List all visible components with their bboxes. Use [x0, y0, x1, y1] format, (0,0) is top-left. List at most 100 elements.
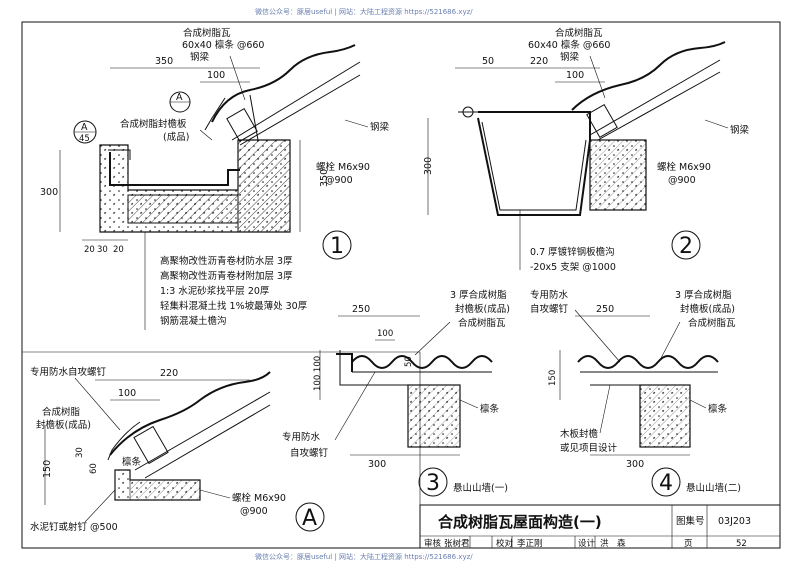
label-tile: 合成树脂瓦: [183, 27, 231, 39]
design-label: 设计: [578, 538, 596, 549]
detail-a: 220 100 150 30 60 专用防水自攻螺钉 合成树脂 封檐板(成品) …: [30, 366, 325, 533]
tile-profile: [211, 44, 356, 123]
dim-60: 60: [89, 463, 99, 474]
layer-1: 高聚物改性沥青卷材防水层 3厚: [160, 255, 293, 267]
dim-250: 250: [596, 304, 614, 315]
detail-4: 250 150 300 专用防水 自攻螺钉 3 厚合成树脂 封檐板(成品) 合成…: [530, 289, 741, 497]
label-board1: 3 厚合成树脂: [675, 289, 732, 301]
atlas-number: 03J203: [718, 516, 751, 527]
dim-150: 150: [548, 370, 558, 386]
label-beam1: 钢梁: [560, 51, 580, 63]
label-purlin: 60x40 檩条 @660: [528, 39, 610, 51]
watermark-top: 微信公众号：豚居useful | 网站：大陆工程资源 https://52168…: [255, 7, 473, 16]
designer-name: 洪 森: [600, 538, 626, 549]
fascia-board: [336, 353, 353, 372]
label-screw1: 专用防水: [530, 289, 569, 301]
label-board1: 3 厚合成树脂: [450, 289, 507, 301]
label-bolt: 螺栓 M6x90: [316, 161, 370, 173]
detail-number: 2: [679, 234, 693, 259]
reviewer-name: 张树君: [444, 538, 470, 549]
dim-300: 300: [368, 459, 386, 470]
detail-number-circle: [322, 230, 352, 260]
page-label: 页: [684, 539, 693, 549]
review-label: 审核: [424, 538, 442, 549]
label-bolt: 螺栓 M6x90: [232, 492, 286, 504]
label-bolt-spacing: @900: [325, 175, 353, 186]
tile-wave: [577, 355, 719, 369]
label-screw2: 自攻螺钉: [530, 303, 569, 315]
dim-300: 300: [626, 459, 644, 470]
label-nail: 水泥钉或射钉 @500: [30, 521, 118, 533]
label-board2: 封檐板(成品): [455, 303, 510, 315]
label-screw1: 专用防水: [282, 431, 321, 443]
dim-220: 220: [530, 56, 548, 67]
label-board2: 封檐板(成品): [680, 303, 735, 315]
detail-letter: A: [302, 506, 317, 531]
tile-profile: [109, 371, 271, 456]
checker-name: 李正刚: [517, 538, 543, 549]
label-purlin: 檩条: [480, 403, 500, 415]
detail-title: 悬山山墙(二): [686, 482, 741, 494]
detail-number-circle: [418, 467, 448, 497]
label-beam1: 钢梁: [190, 51, 210, 63]
label-screw: 专用防水自攻螺钉: [30, 366, 107, 378]
dim-30: 30: [75, 447, 85, 458]
detail-number-circle: [671, 230, 701, 260]
dim-20b: 20: [113, 245, 124, 255]
tile-wave: [351, 355, 493, 369]
detail-2: 50 220 100 300 合成树脂瓦 60x40 檩条 @660 钢梁 钢梁…: [423, 27, 750, 273]
dim-250: 250: [352, 304, 370, 315]
label-bolt-spacing: @900: [668, 175, 696, 186]
steel-gutter: [477, 111, 591, 216]
label-purlin: 檩条: [122, 456, 142, 468]
dim-100: 100: [566, 70, 584, 81]
dim-100-100: 100 100: [313, 356, 323, 391]
dim-50: 50: [482, 56, 494, 67]
label-fascia-sub: (成品): [163, 131, 189, 143]
layer-4: 轻集料混凝土找 1%坡最薄处 30厚: [160, 300, 308, 312]
dim-100: 100: [118, 388, 136, 399]
layer-2: 高聚物改性沥青卷材附加层 3厚: [160, 270, 293, 282]
drawing-title: 合成树脂瓦屋面构造(一): [437, 513, 602, 531]
dim-50: 50: [404, 356, 414, 367]
detail-3: 250 100 50 100 100 300 3 厚合成树脂 封檐板(成品) 合…: [282, 289, 510, 497]
ref-sheet: 45: [79, 134, 90, 144]
detail-1: 350 100 300 350 20 30 20 合成树脂瓦 60x40 檩条 …: [40, 27, 390, 330]
dim-300: 300: [423, 157, 434, 175]
lightweight-concrete: [127, 194, 239, 224]
wall-hatch: [237, 139, 291, 233]
label-fascia: 合成树脂封檐板: [120, 118, 187, 130]
dim-100: 100: [377, 329, 393, 339]
dim-350: 350: [155, 56, 173, 67]
dim-300: 300: [40, 187, 58, 198]
label-wood2: 或见项目设计: [560, 442, 618, 454]
label-purlin: 60x40 檩条 @660: [182, 39, 264, 51]
purlin-block: [586, 104, 618, 138]
sheet-frame: [21, 21, 781, 549]
label-board1: 合成树脂: [42, 406, 81, 418]
dim-100: 100: [207, 70, 225, 81]
label-bracket: -20x5 支架 @1000: [530, 261, 616, 273]
label-tile: 合成树脂瓦: [688, 317, 736, 329]
divider-line: [22, 351, 421, 505]
detail-title: 悬山山墙(一): [453, 482, 508, 494]
purlin-block: [226, 108, 258, 142]
dim-30: 30: [97, 245, 108, 255]
purlin-block: [133, 425, 169, 465]
label-beam2: 钢梁: [730, 124, 750, 136]
check-label: 校对: [496, 538, 514, 549]
label-beam2: 钢梁: [370, 121, 390, 133]
label-bolt: 螺栓 M6x90: [657, 161, 711, 173]
waterproof-layer: [109, 152, 240, 186]
dim-150: 150: [42, 460, 53, 478]
label-board2: 封檐板(成品): [36, 419, 91, 431]
detail-number: 1: [330, 234, 344, 259]
dim-350v: 350: [319, 169, 330, 187]
layer-3: 1:3 水泥砂浆找平层 20厚: [160, 285, 270, 297]
dim-20a: 20: [84, 245, 95, 255]
detail-number: 4: [659, 471, 673, 496]
dim-220: 220: [160, 368, 178, 379]
label-purlin: 檩条: [708, 403, 728, 415]
label-gutter: 0.7 厚镀锌钢板檐沟: [530, 246, 615, 258]
